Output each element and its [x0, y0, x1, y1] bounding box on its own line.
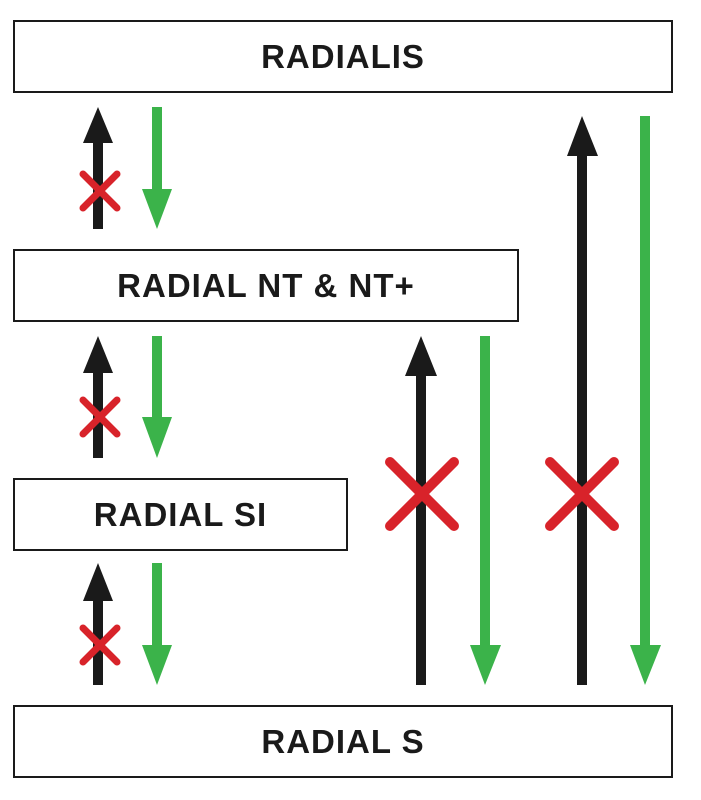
small-blocked-cross-icon	[79, 624, 121, 666]
arrow-pair-si-s	[79, 563, 172, 685]
box-radial-nt-label: RADIAL NT & NT+	[117, 266, 415, 304]
up-arrow	[405, 336, 437, 685]
arrow-pair-nt-si	[79, 336, 172, 458]
down-arrow	[630, 116, 661, 685]
large-blocked-cross-icon	[385, 457, 459, 531]
box-radial-s-label: RADIAL S	[261, 722, 425, 760]
up-arrow	[83, 563, 113, 685]
arrow-pair-s-nt	[385, 336, 501, 685]
up-arrow	[83, 336, 113, 458]
down-arrow	[142, 336, 172, 458]
small-blocked-cross-icon	[79, 170, 121, 212]
box-radial-nt: RADIAL NT & NT+	[13, 249, 519, 322]
up-arrow	[567, 116, 598, 685]
down-arrow	[142, 107, 172, 229]
box-radialis-label: RADIALIS	[261, 37, 425, 75]
arrow-pair-radialis-nt	[79, 107, 172, 229]
box-radial-si-label: RADIAL SI	[93, 495, 268, 533]
box-radial-si: RADIAL SI	[13, 478, 348, 551]
up-arrow	[83, 107, 113, 229]
small-blocked-cross-icon	[79, 396, 121, 438]
down-arrow	[470, 336, 501, 685]
down-arrow	[142, 563, 172, 685]
box-radialis: RADIALIS	[13, 20, 673, 93]
large-blocked-cross-icon	[545, 457, 619, 531]
box-radial-s: RADIAL S	[13, 705, 673, 778]
arrow-pair-s-radialis	[545, 116, 661, 685]
